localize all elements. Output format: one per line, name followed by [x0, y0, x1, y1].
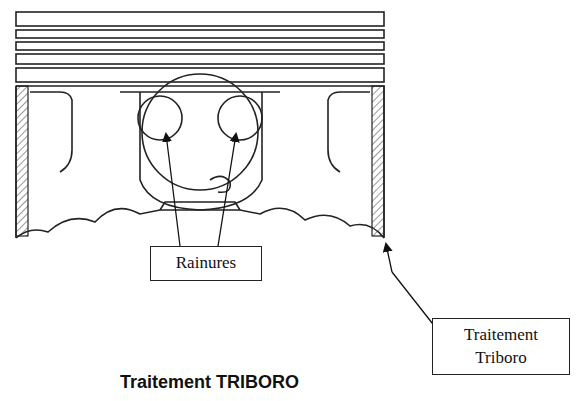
- label-box: Rainures: [150, 246, 262, 281]
- label-text: Traitement Triboro: [445, 324, 557, 368]
- label-box: Traitement Triboro: [432, 318, 570, 375]
- label-text: Rainures: [176, 252, 236, 274]
- diagram-title: Traitement TRIBORO: [120, 372, 299, 393]
